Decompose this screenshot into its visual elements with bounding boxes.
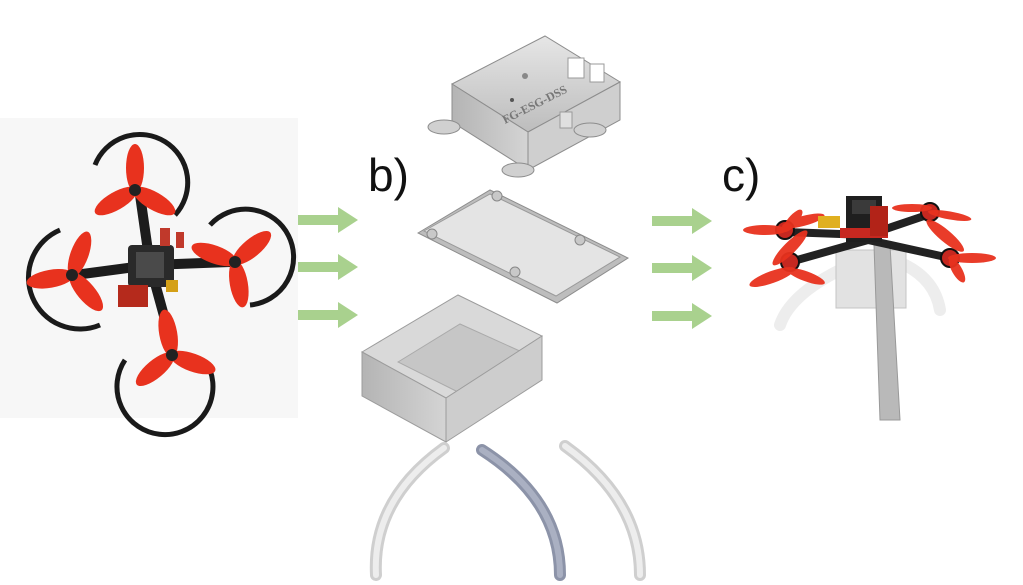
guard-right	[208, 206, 297, 308]
arrow-a-b-1	[298, 207, 358, 233]
arrow-b-c-1	[652, 208, 712, 234]
arrow-a-b-2	[298, 254, 358, 280]
leg-middle	[476, 444, 566, 581]
propeller-rear-right	[926, 219, 996, 283]
housing-box-top: FG-ESG-DSS	[427, 35, 621, 178]
guard-left	[26, 227, 101, 332]
guard-bottom	[114, 358, 216, 438]
propeller-right	[191, 230, 272, 308]
propeller-front-right	[892, 204, 972, 221]
propeller-left	[26, 231, 104, 312]
propeller-top	[94, 144, 176, 216]
printed-parts-exploded-view: FG-ESG-DSS	[360, 35, 646, 581]
arrow-b-c-3	[652, 303, 712, 329]
landing-legs	[369, 440, 646, 581]
arrows-b-to-c	[652, 208, 712, 329]
lid-plate	[416, 189, 630, 304]
propeller-rear-left	[749, 230, 825, 288]
panel-c-label: c)	[722, 149, 761, 201]
arrow-b-c-2	[652, 255, 712, 281]
arrow-a-b-3	[298, 302, 358, 328]
battery-tray	[360, 294, 544, 443]
leg-right	[899, 259, 946, 316]
assembled-drone	[743, 196, 996, 421]
propeller-front-left	[743, 209, 825, 235]
quadcopter-top-view	[0, 118, 298, 438]
leg-right	[559, 440, 646, 581]
leg-left	[774, 264, 846, 331]
arrows-a-to-b	[298, 207, 358, 328]
guard-top	[92, 131, 191, 217]
panel-b-label: b)	[368, 149, 409, 201]
propeller-bottom	[135, 309, 216, 387]
